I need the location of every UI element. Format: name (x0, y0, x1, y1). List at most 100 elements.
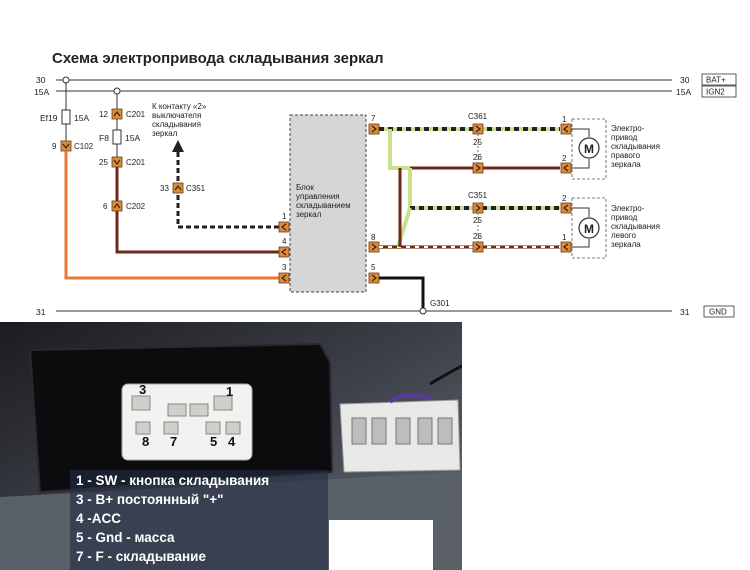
bus-gnd-tag: GND (709, 308, 727, 317)
control-unit-pin-4-num: 4 (282, 237, 287, 246)
control-unit-pin-1 (278, 221, 290, 233)
motor-right-pin-b: 2 (562, 154, 567, 163)
connector-c351-right-pin-a: 25 (473, 216, 482, 225)
connector-photo: 3 1 8 7 5 4 1 - SW - кнопка складывания … (0, 322, 462, 570)
connector-c351 (172, 182, 184, 194)
switch-note-line-1: К контакту «2» (152, 102, 207, 111)
bus-ign-num-right: 15A (676, 87, 691, 97)
motor-left-icon (578, 217, 600, 239)
photo-pin-8: 8 (142, 434, 150, 449)
motor-left-label-2: привод (611, 213, 638, 222)
control-unit-pin-5-num: 5 (371, 263, 376, 272)
bus-gnd-num-right: 31 (680, 307, 690, 317)
control-unit-pin-3 (278, 272, 290, 284)
connector-c202-name: C202 (126, 202, 146, 211)
switch-note-line-2: выключателя (152, 111, 201, 120)
connector-c202-pin: 6 (103, 202, 108, 211)
motor-left-leads (571, 207, 590, 248)
wire-diag-pin8 (379, 207, 412, 249)
control-unit-pin-1-num: 1 (282, 212, 287, 221)
connector-c201-top-name: C201 (126, 110, 146, 119)
junction-dot-bat (62, 76, 70, 84)
connector-c351-right-b (472, 241, 484, 253)
switch-arrow-icon (172, 140, 184, 152)
connector-c201-bottom (111, 156, 123, 168)
connector-c351-name: C351 (186, 184, 206, 193)
bus-ign-tag: IGN2 (706, 88, 725, 97)
bus-gnd-tag-box (703, 305, 735, 318)
motor-left-pin-a: 2 (562, 194, 567, 203)
bus-bat-num-right: 30 (680, 75, 690, 85)
motor-right-label-5: зеркала (611, 160, 641, 169)
control-unit-pin-8 (368, 241, 380, 253)
motor-left-pin-b: 1 (562, 233, 567, 242)
pin-legend-line-4: 5 - Gnd - масса (76, 530, 175, 545)
bus-ign-num-left: 15A (34, 87, 49, 97)
bus-bat-num-left: 30 (36, 75, 46, 85)
motor-left-label-1: Электро- (611, 204, 645, 213)
control-unit-label-4: зеркал (296, 210, 322, 219)
photo-pin-4: 4 (228, 434, 236, 449)
control-unit-label-2: управления (296, 192, 340, 201)
photo-pin-3: 3 (139, 382, 147, 397)
connector-c201-bottom-name: C201 (126, 158, 146, 167)
connector-c201-top-pin: 12 (99, 110, 108, 119)
control-unit-pin-4 (278, 246, 290, 258)
control-unit-box (289, 114, 367, 293)
control-unit-pin-8-num: 8 (371, 233, 376, 242)
photo-pin-5: 5 (210, 434, 218, 449)
fuse-f8-symbol (112, 129, 122, 145)
connector-c201-bottom-pin: 25 (99, 158, 108, 167)
connector-c351-pin: 33 (160, 184, 169, 193)
fuse-ef19-name: Ef19 (40, 113, 58, 123)
motor-right-label-4: правого (611, 151, 641, 160)
pin-legend-line-3: 4 -ACC (76, 511, 122, 526)
wire-dashed-switch-to-pin1 (176, 195, 279, 229)
motor-right-leads (571, 128, 590, 169)
fuse-f8-name: F8 (99, 133, 109, 143)
wiring-diagram: Схема электропривода складывания зеркал … (34, 50, 737, 318)
motor-left-symbol: M (584, 222, 594, 236)
fuse-ef19-symbol (61, 109, 71, 125)
control-unit-pin-7-num: 7 (371, 114, 376, 123)
photo-pin-1: 1 (226, 384, 234, 399)
motor-left-pin-b-conn (560, 241, 572, 253)
connector-c102-name: C102 (74, 142, 94, 151)
connector-c351-right-pin-b: 26 (473, 232, 482, 241)
motor-right-label-1: Электро- (611, 124, 645, 133)
connector-c361-a (472, 123, 484, 135)
connector-c201-top (111, 108, 123, 120)
junction-dot-ign (113, 87, 121, 95)
bus-bat-tag: BAT+ (706, 76, 726, 85)
motor-right-pin-a: 1 (562, 115, 567, 124)
connector-c351-right-a (472, 202, 484, 214)
bus-bat-tag-box (701, 73, 737, 86)
motor-right-label-2: привод (611, 133, 638, 142)
photo-pin-7: 7 (170, 434, 178, 449)
fuse-ef19-rating: 15A (74, 113, 89, 123)
connector-c102 (60, 140, 72, 152)
control-unit-label-3: складыванием (296, 201, 351, 210)
motor-left-label-4: левого (611, 231, 636, 240)
motor-left-label-5: зеркала (611, 240, 641, 249)
motor-right-label-3: складывания (611, 142, 660, 151)
motor-right-symbol: M (584, 142, 594, 156)
connector-c351-right-name: C351 (468, 191, 488, 200)
wire-brown-c202-to-pin4 (115, 211, 279, 254)
connector-c361-pin-b: 26 (473, 153, 482, 162)
connector-c361-b (472, 162, 484, 174)
motor-right-pin-a-conn (560, 123, 572, 135)
motor-left-label-3: складывания (611, 222, 660, 231)
switch-note-line-3: складывания (152, 120, 201, 129)
control-unit-pin-3-num: 3 (282, 263, 287, 272)
wire-black-pin5-to-g301 (379, 276, 425, 308)
bus-gnd-num-left: 31 (36, 307, 46, 317)
ground-label: G301 (430, 299, 450, 308)
bus-ign-tag-box (701, 85, 737, 98)
pin-legend-line-1: 1 - SW - кнопка складывания (76, 473, 270, 488)
motor-right-icon (578, 137, 600, 159)
diagram-title: Схема электропривода складывания зеркал (52, 50, 384, 67)
junction-dot-gnd (419, 307, 427, 315)
connector-c361-name: C361 (468, 112, 488, 121)
pin-legend: 1 - SW - кнопка складывания 3 - B+ посто… (70, 470, 328, 570)
